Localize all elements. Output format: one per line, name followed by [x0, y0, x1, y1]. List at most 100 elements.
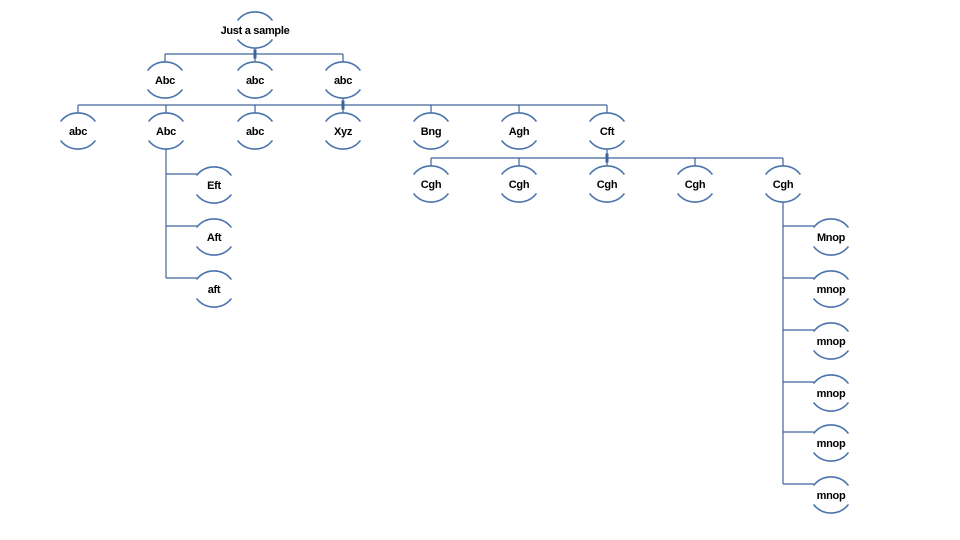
node-arc-top	[813, 374, 849, 384]
tree-node-e1[interactable]: Mnop	[813, 218, 849, 256]
tree-node-d3[interactable]: Cgh	[589, 165, 625, 203]
node-arc-bottom	[413, 140, 449, 150]
node-arc-bottom	[148, 140, 184, 150]
tree-node-c2[interactable]: Aft	[196, 218, 232, 256]
node-arc-bottom	[813, 452, 849, 462]
node-arc-top	[237, 11, 273, 21]
tree-node-c3[interactable]: aft	[196, 270, 232, 308]
node-arc-bottom	[237, 89, 273, 99]
tree-node-b4[interactable]: Xyz	[325, 112, 361, 150]
node-arc-bottom	[813, 350, 849, 360]
node-arc-bottom	[196, 246, 232, 256]
node-arc-top	[677, 165, 713, 175]
node-label: mnop	[817, 336, 846, 348]
node-label: mnop	[817, 284, 846, 296]
node-arc-top	[813, 218, 849, 228]
node-arc-top	[813, 322, 849, 332]
node-arc-top	[501, 165, 537, 175]
node-label: Cgh	[773, 179, 794, 191]
tree-node-d5[interactable]: Cgh	[765, 165, 801, 203]
tree-node-b3[interactable]: abc	[237, 112, 273, 150]
node-arc-top	[413, 112, 449, 122]
node-arc-top	[589, 165, 625, 175]
tree-node-e5[interactable]: mnop	[813, 424, 849, 462]
tree-node-d2[interactable]: Cgh	[501, 165, 537, 203]
node-arc-top	[325, 112, 361, 122]
tree-node-e2[interactable]: mnop	[813, 270, 849, 308]
node-label: abc	[69, 126, 87, 138]
tree-node-c1[interactable]: Eft	[196, 166, 232, 204]
node-arc-bottom	[196, 194, 232, 204]
node-label: Cgh	[597, 179, 618, 191]
tree-node-e4[interactable]: mnop	[813, 374, 849, 412]
node-arc-top	[813, 270, 849, 280]
tree-node-a3[interactable]: abc	[325, 61, 361, 99]
node-label: Agh	[509, 126, 530, 138]
node-arc-top	[148, 112, 184, 122]
node-label: Bng	[421, 126, 441, 138]
node-label: Just a sample	[221, 25, 290, 37]
node-label: Eft	[207, 180, 221, 192]
tree-node-b1[interactable]: abc	[60, 112, 96, 150]
node-arc-top	[60, 112, 96, 122]
node-label: Aft	[207, 232, 222, 244]
tree-node-b2[interactable]: Abc	[148, 112, 184, 150]
tree-node-a1[interactable]: Abc	[147, 61, 183, 99]
node-arc-bottom	[589, 140, 625, 150]
node-arc-bottom	[501, 140, 537, 150]
node-arc-bottom	[813, 402, 849, 412]
node-arc-bottom	[813, 298, 849, 308]
node-arc-top	[196, 218, 232, 228]
tree-node-b5[interactable]: Bng	[413, 112, 449, 150]
node-arc-bottom	[813, 246, 849, 256]
tree-node-e6[interactable]: mnop	[813, 476, 849, 514]
node-arc-bottom	[589, 193, 625, 203]
node-label: Abc	[155, 75, 175, 87]
node-arc-bottom	[325, 89, 361, 99]
tree-node-b7[interactable]: Cft	[589, 112, 625, 150]
node-label: mnop	[817, 388, 846, 400]
node-arc-bottom	[501, 193, 537, 203]
tree-node-a2[interactable]: abc	[237, 61, 273, 99]
node-arc-bottom	[237, 39, 273, 49]
node-arc-top	[765, 165, 801, 175]
node-arc-bottom	[325, 140, 361, 150]
node-label: Cgh	[685, 179, 706, 191]
node-arc-bottom	[147, 89, 183, 99]
tree-node-b6[interactable]: Agh	[501, 112, 537, 150]
junction-tick	[341, 100, 345, 110]
junction-tick	[605, 153, 609, 163]
node-label: Cgh	[421, 179, 442, 191]
node-arc-bottom	[60, 140, 96, 150]
node-label: aft	[208, 284, 221, 296]
tree-node-root[interactable]: Just a sample	[221, 11, 290, 49]
node-label: Cft	[600, 126, 615, 138]
node-arc-bottom	[237, 140, 273, 150]
node-label: abc	[334, 75, 352, 87]
node-arc-top	[325, 61, 361, 71]
node-arc-bottom	[413, 193, 449, 203]
node-arc-bottom	[196, 298, 232, 308]
node-label: abc	[246, 75, 264, 87]
node-label: Abc	[156, 126, 176, 138]
node-arc-top	[813, 424, 849, 434]
node-arc-top	[237, 61, 273, 71]
node-arc-bottom	[677, 193, 713, 203]
node-label: mnop	[817, 438, 846, 450]
node-arc-bottom	[765, 193, 801, 203]
node-arc-top	[589, 112, 625, 122]
node-arc-top	[237, 112, 273, 122]
tree-node-d1[interactable]: Cgh	[413, 165, 449, 203]
node-arc-top	[196, 166, 232, 176]
node-arc-top	[413, 165, 449, 175]
node-label: Xyz	[334, 126, 353, 138]
node-arc-bottom	[813, 504, 849, 514]
node-arc-top	[501, 112, 537, 122]
tree-node-d4[interactable]: Cgh	[677, 165, 713, 203]
node-arc-top	[147, 61, 183, 71]
junction-tick	[253, 49, 257, 59]
tree-node-e3[interactable]: mnop	[813, 322, 849, 360]
node-label: Mnop	[817, 232, 846, 244]
